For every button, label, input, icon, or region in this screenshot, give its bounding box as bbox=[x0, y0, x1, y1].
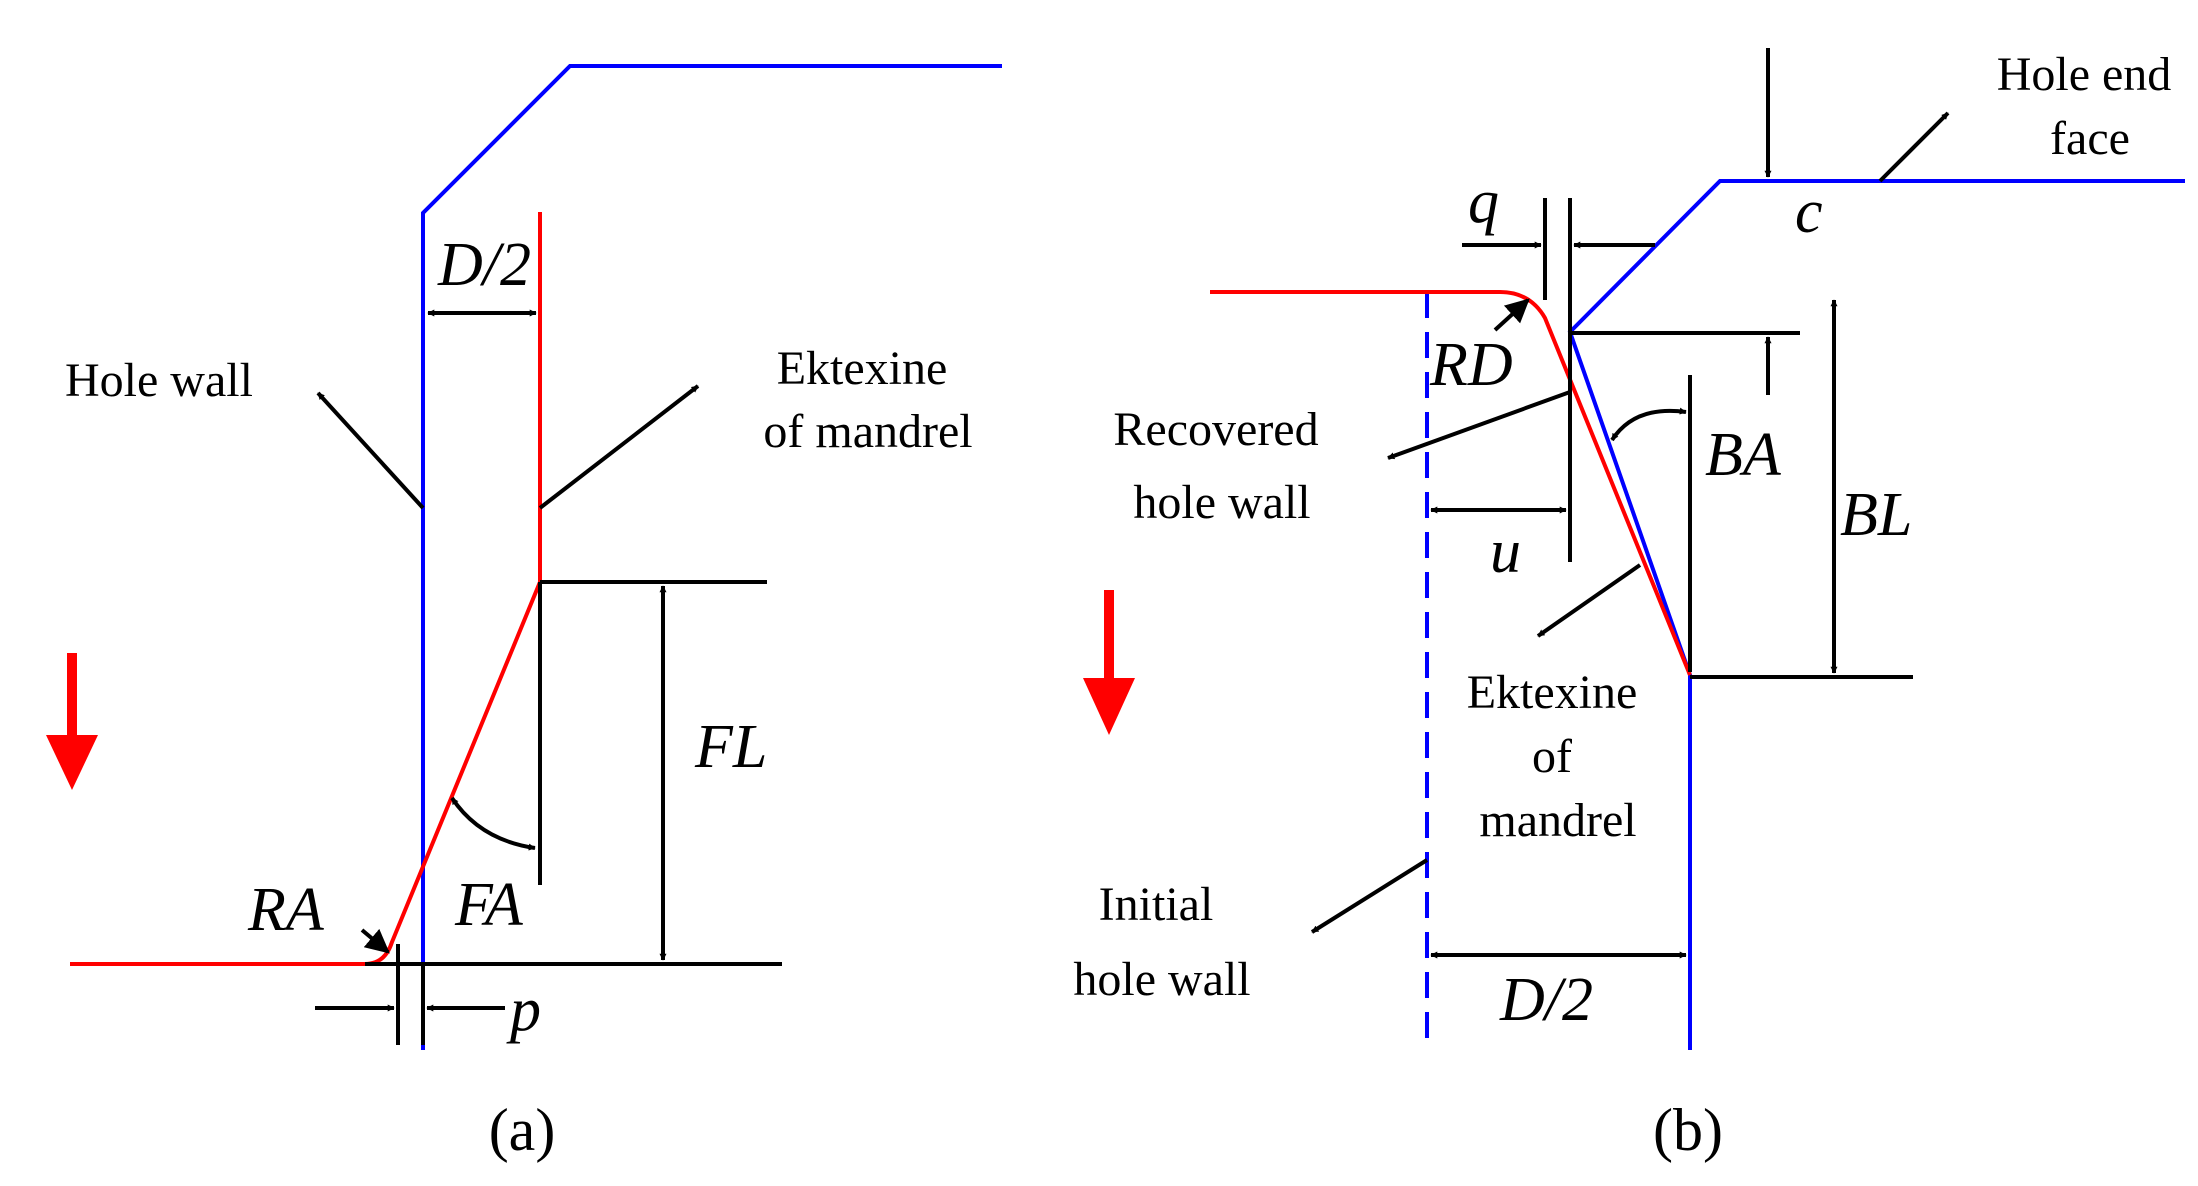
hole-wall-label: Hole wall bbox=[65, 354, 253, 407]
p-symbol: p bbox=[506, 976, 541, 1044]
fa-symbol: FA bbox=[454, 871, 524, 939]
hole-end-face-label-line1: Hole end bbox=[1997, 48, 2172, 101]
hole-wall-pointer bbox=[316, 391, 425, 510]
u-symbol: u bbox=[1490, 518, 1521, 586]
d2-symbol: D/2 bbox=[437, 231, 531, 299]
recovered-hole-wall-label: Recovered hole wall bbox=[1113, 403, 1330, 529]
c-symbol: c bbox=[1795, 178, 1823, 246]
hole-end-face-label: Hole end face bbox=[1997, 48, 2184, 165]
ba-symbol: BA bbox=[1705, 421, 1782, 489]
hole-end-face-label-line2: face bbox=[2050, 112, 2130, 165]
bl-symbol: BL bbox=[1840, 481, 1912, 549]
fa-angle-arc bbox=[450, 796, 536, 851]
recovered-hole-wall-line bbox=[1567, 179, 2185, 1050]
fl-symbol: FL bbox=[694, 713, 767, 781]
recovered-hole-wall-label-line1: Recovered bbox=[1113, 403, 1318, 456]
rd-symbol: RD bbox=[1429, 331, 1513, 399]
ektexine-label-line1: Ektexine bbox=[777, 342, 948, 395]
ektexine-pointer bbox=[538, 384, 700, 510]
ra-leader-arrow bbox=[360, 928, 390, 954]
ektexine-label: Ektexine of mandrel bbox=[1467, 666, 1650, 847]
hole-wall-line bbox=[421, 64, 1002, 1050]
panel-b-caption: (b) bbox=[1653, 1097, 1723, 1163]
ektexine-label-line2: of mandrel bbox=[763, 405, 972, 458]
q-symbol: q bbox=[1468, 168, 1499, 236]
ba-angle-arc bbox=[1610, 407, 1687, 442]
panel-a-caption: (a) bbox=[489, 1097, 556, 1163]
recovered-wall-pointer bbox=[1387, 390, 1571, 460]
motion-direction-arrow bbox=[1083, 590, 1135, 735]
panel-b: Hole end face Recovered hole wall Ektexi… bbox=[1073, 48, 2185, 1163]
panel-a: Hole wall Ektexine of mandrel D/2 FL FA … bbox=[46, 64, 1002, 1163]
ektexine-label-line2: of bbox=[1532, 730, 1572, 783]
mandrel-profile-line bbox=[70, 212, 542, 966]
recovered-hole-wall-label-line2: hole wall bbox=[1133, 476, 1310, 529]
motion-direction-arrow bbox=[46, 653, 98, 790]
initial-wall-pointer bbox=[1310, 858, 1429, 934]
initial-hole-wall-label: Initial hole wall bbox=[1073, 878, 1250, 1006]
ektexine-label-line3: mandrel bbox=[1479, 794, 1636, 847]
d2-symbol: D/2 bbox=[1499, 966, 1593, 1034]
initial-hole-wall-label-line2: hole wall bbox=[1073, 953, 1250, 1006]
hole-end-pointer bbox=[1878, 111, 1950, 183]
ektexine-pointer bbox=[1536, 563, 1642, 638]
ra-symbol: RA bbox=[247, 876, 325, 944]
ektexine-label: Ektexine of mandrel bbox=[763, 342, 972, 458]
rd-leader-arrow bbox=[1493, 298, 1530, 332]
initial-hole-wall-label-line1: Initial bbox=[1099, 878, 1214, 931]
ektexine-label-line1: Ektexine bbox=[1467, 666, 1638, 719]
